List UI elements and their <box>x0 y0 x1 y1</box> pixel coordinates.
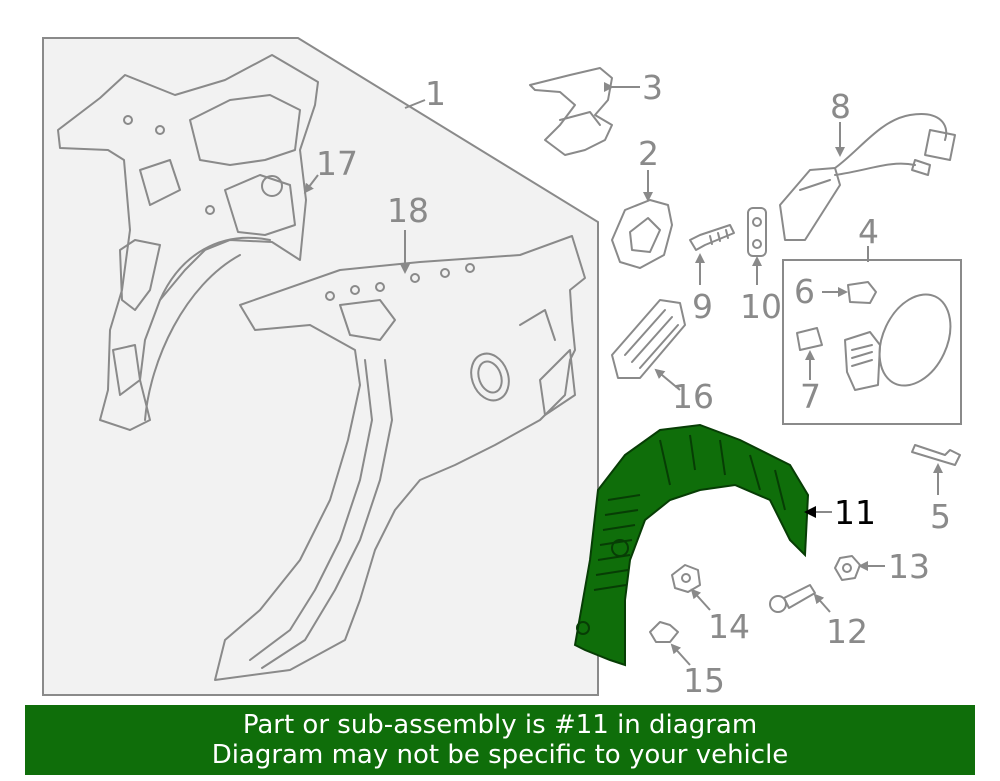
callout-1: 1 <box>425 74 446 113</box>
callout-12: 12 <box>826 612 868 651</box>
callout-13: 13 <box>888 547 930 586</box>
assembly-1-panel <box>42 37 599 696</box>
callout-5: 5 <box>930 497 951 536</box>
part-9-bolt <box>689 224 735 251</box>
part-4-fuel-door-group <box>782 259 962 425</box>
banner-line-1: Part or sub-assembly is #11 in diagram <box>242 710 758 740</box>
callout-9: 9 <box>692 287 713 326</box>
part-3-bracket <box>529 67 613 156</box>
part-11-wheel-liner <box>573 423 810 667</box>
callout-18: 18 <box>387 191 429 230</box>
leader-lines <box>303 82 943 666</box>
part-12-screw <box>769 584 816 613</box>
part-18-quarter-panel-outer <box>214 235 586 681</box>
callout-3: 3 <box>642 68 663 107</box>
callout-10: 10 <box>740 287 782 326</box>
part-16-vent <box>611 299 686 379</box>
callout-14: 14 <box>708 607 750 646</box>
part-8-actuator-cable <box>779 113 956 241</box>
callout-15: 15 <box>683 661 725 700</box>
info-banner: Part or sub-assembly is #11 in diagram D… <box>25 705 975 775</box>
callout-6: 6 <box>794 272 815 311</box>
callout-4: 4 <box>858 212 879 251</box>
callout-2: 2 <box>638 134 659 173</box>
callout-labels: 1 3 2 8 4 9 10 6 7 16 5 11 13 14 12 15 1… <box>316 68 951 700</box>
callout-7: 7 <box>800 377 821 416</box>
banner-line-2: Diagram may not be specific to your vehi… <box>211 740 789 770</box>
parts-diagram: 1 3 2 8 4 9 10 6 7 16 5 11 13 14 12 15 1… <box>42 37 962 700</box>
part-5-bolt <box>911 444 961 466</box>
part-13-nut <box>834 555 861 581</box>
part-17-inner-quarter-panel <box>57 54 319 431</box>
part-14-clip <box>671 564 701 593</box>
callout-11: 11 <box>834 493 876 532</box>
callout-17: 17 <box>316 144 358 183</box>
callout-8: 8 <box>830 87 851 126</box>
part-15-bolt <box>649 621 679 643</box>
part-2-filler-pocket <box>611 199 673 269</box>
part-10-hinge <box>747 207 767 257</box>
callout-16: 16 <box>672 377 714 416</box>
